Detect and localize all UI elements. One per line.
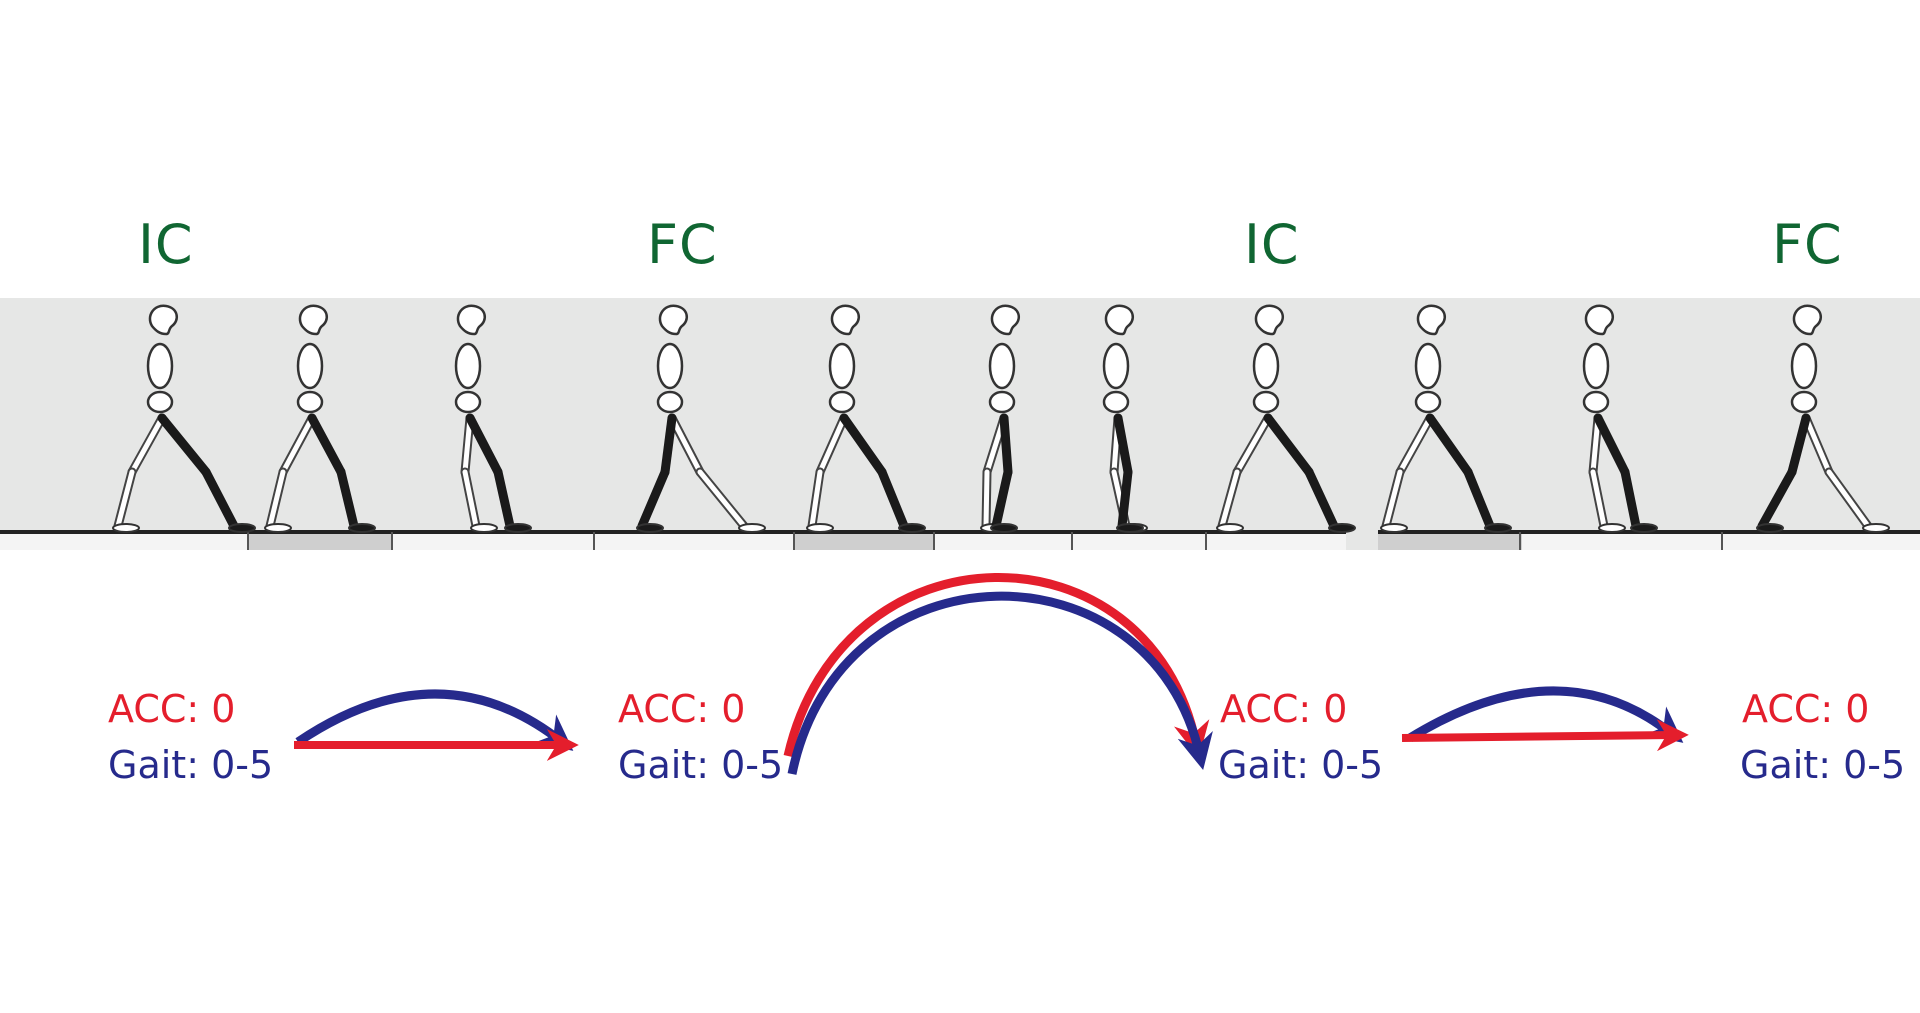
torso <box>1582 342 1610 390</box>
swing-leg <box>667 413 766 533</box>
event-label-fc-2: FC <box>1772 213 1843 276</box>
swing-leg <box>1801 413 1890 533</box>
pelvis <box>828 390 856 414</box>
gait-arrow-1 <box>295 689 574 751</box>
head <box>658 304 689 336</box>
event-label-ic-2: IC <box>1244 213 1300 276</box>
torso <box>828 342 856 390</box>
acc-label-4: ACC: 0 <box>1742 687 1870 731</box>
walking-figure <box>1216 304 1356 533</box>
stance-leg <box>1113 413 1144 533</box>
swing-leg <box>1216 413 1273 533</box>
walking-figure <box>1756 304 1890 533</box>
acc-label-2: ACC: 0 <box>618 687 746 731</box>
stance-leg <box>465 413 532 533</box>
stance-leg <box>1756 413 1811 533</box>
walking-figure <box>1102 304 1148 533</box>
swing-leg <box>806 413 849 533</box>
head <box>1254 304 1285 336</box>
pelvis <box>988 390 1016 414</box>
pelvis <box>1252 390 1280 414</box>
head <box>990 304 1021 336</box>
pelvis <box>1790 390 1818 414</box>
swing-leg <box>264 413 317 533</box>
acc-arrow-2 <box>783 573 1210 759</box>
event-label-ic-1: IC <box>138 213 194 276</box>
swing-leg <box>460 413 498 533</box>
gait-label-1: Gait: 0-5 <box>108 743 274 787</box>
torso <box>1790 342 1818 390</box>
walking-figure <box>1582 304 1658 533</box>
head <box>456 304 487 336</box>
pelvis <box>146 390 174 414</box>
walking-figure <box>454 304 532 533</box>
gait-label-4: Gait: 0-5 <box>1740 743 1906 787</box>
stance-leg <box>839 413 926 533</box>
stance-leg <box>307 413 376 533</box>
swing-leg <box>1588 413 1626 533</box>
head <box>298 304 329 336</box>
torso <box>656 342 684 390</box>
pelvis <box>454 390 482 414</box>
walking-figure <box>1380 304 1512 533</box>
torso <box>1414 342 1442 390</box>
walkway-segment-shaded <box>1378 534 1522 550</box>
walking-figure <box>112 304 256 533</box>
head <box>1416 304 1447 336</box>
gait-arrow-3 <box>1407 686 1684 743</box>
head <box>148 304 179 336</box>
event-label-fc-1: FC <box>647 213 718 276</box>
walking-figure <box>264 304 376 533</box>
torso <box>1252 342 1280 390</box>
walking-figure <box>980 304 1021 533</box>
pelvis <box>1582 390 1610 414</box>
torso <box>296 342 324 390</box>
stance-leg <box>636 413 677 533</box>
walkway-segment-shaded <box>248 534 392 550</box>
stance-leg <box>1593 413 1658 533</box>
pelvis <box>1102 390 1130 414</box>
gait-label-3: Gait: 0-5 <box>1218 743 1384 787</box>
torso <box>988 342 1016 390</box>
pelvis <box>296 390 324 414</box>
swing-leg <box>112 413 167 533</box>
pelvis <box>1414 390 1442 414</box>
head <box>830 304 861 336</box>
torso <box>146 342 174 390</box>
stance-leg <box>157 413 256 533</box>
gait-arrow-2 <box>787 591 1213 775</box>
gait-label-2: Gait: 0-5 <box>618 743 784 787</box>
acc-label-3: ACC: 0 <box>1220 687 1348 731</box>
head <box>1584 304 1615 336</box>
torso <box>1102 342 1130 390</box>
pelvis <box>656 390 684 414</box>
stance-leg <box>1263 413 1356 533</box>
torso <box>454 342 482 390</box>
acc-label-1: ACC: 0 <box>108 687 236 731</box>
walking-figure <box>636 304 766 533</box>
swing-leg <box>1380 413 1435 533</box>
stance-leg <box>1425 413 1512 533</box>
head <box>1792 304 1823 336</box>
stance-leg <box>990 413 1018 533</box>
head <box>1104 304 1135 336</box>
walkway-segment-shaded <box>794 534 934 550</box>
walking-figure <box>806 304 926 533</box>
acc-arrow-3 <box>1401 719 1689 752</box>
